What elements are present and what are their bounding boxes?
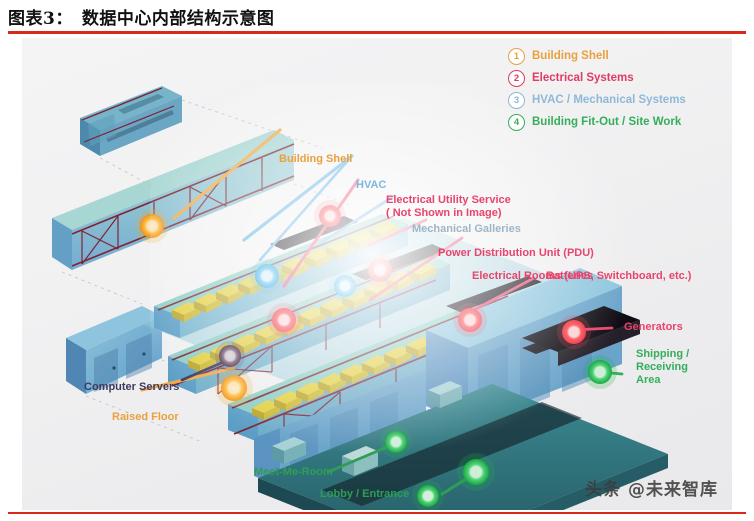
legend-label-electrical-systems: Electrical Systems <box>532 72 634 84</box>
building-shell-wall-upper <box>52 130 295 270</box>
callout-electrical-utility-line1: Electrical Utility Service <box>386 194 511 206</box>
callout-lobby-entrance: Lobby / Entrance <box>320 488 410 500</box>
legend-item-2[interactable]: 2 Electrical Systems <box>508 68 723 88</box>
title-divider-bottom <box>8 512 746 514</box>
callout-raised-floor: Raised Floor <box>112 411 179 423</box>
callout-mechanical-galleries: Mechanical Galleries <box>412 223 521 235</box>
callout-electrical-utility-service: Electrical Utility Service ( Not Shown i… <box>386 194 566 220</box>
callout-hvac: HVAC <box>356 179 387 191</box>
diagram-panel: 1 Building Shell 2 Electrical Systems 3 … <box>22 38 732 510</box>
marker-computer-servers-purple <box>215 341 245 371</box>
legend-label-hvac-mechanical: HVAC / Mechanical Systems <box>532 94 686 106</box>
marker-generators-red <box>557 315 591 349</box>
legend-item-1[interactable]: 1 Building Shell <box>508 46 723 66</box>
marker-building-shell-orange <box>135 209 169 243</box>
marker-electrical-rooms-red <box>267 303 301 337</box>
building-shell-wall-lower <box>66 306 162 394</box>
legend-item-4[interactable]: 4 Building Fit-Out / Site Work <box>508 112 723 132</box>
legend-number-4: 4 <box>508 113 525 131</box>
legend-label-building-shell: Building Shell <box>532 50 609 62</box>
roof-panel-exploded <box>80 86 182 156</box>
marker-meet-me-room-green <box>380 426 412 458</box>
marker-electrical-utility-red <box>314 200 346 232</box>
marker-pdu-red <box>363 253 397 287</box>
marker-shipping-green <box>583 355 617 389</box>
callout-electrical-utility-line2: ( Not Shown in Image) <box>386 207 502 219</box>
callout-meet-me-room: Meet-Me-Room <box>254 466 333 478</box>
page-title: 图表3： 数据中心内部结构示意图 <box>8 9 275 29</box>
legend: 1 Building Shell 2 Electrical Systems 3 … <box>508 46 723 134</box>
callout-generators: Generators <box>624 321 683 333</box>
marker-batteries-red <box>453 303 487 337</box>
legend-item-3[interactable]: 3 HVAC / Mechanical Systems <box>508 90 723 110</box>
callout-shipping-line1: Shipping / <box>636 348 690 360</box>
marker-site-green <box>412 480 444 510</box>
legend-label-fitout-sitework: Building Fit-Out / Site Work <box>532 116 682 128</box>
callout-electrical-rooms: Electrical Rooms (UPS, Switchboard, etc.… <box>472 270 692 282</box>
callout-building-shell: Building Shell <box>279 153 353 165</box>
title-divider-top <box>8 31 746 34</box>
callout-shipping-receiving-area: Shipping / Receiving Area <box>636 348 714 387</box>
marker-lobby-green <box>457 453 495 491</box>
marker-hvac-blue-2 <box>329 270 361 302</box>
watermark: 头条 @未来智库 <box>585 480 718 500</box>
legend-number-1: 1 <box>508 47 525 65</box>
marker-raised-floor-orange <box>215 369 253 407</box>
marker-hvac-blue-1 <box>250 259 284 293</box>
callout-shipping-line3: Area <box>636 374 661 386</box>
callout-batteries: Batteries <box>546 270 594 282</box>
callout-computer-servers: Computer Servers <box>84 381 180 393</box>
figure-header: 图表3： 数据中心内部结构示意图 <box>0 0 754 36</box>
legend-number-2: 2 <box>508 69 525 87</box>
callout-pdu: Power Distribution Unit (PDU) <box>438 247 594 259</box>
legend-number-3: 3 <box>508 91 525 109</box>
callout-shipping-line2: Receiving <box>636 361 688 373</box>
